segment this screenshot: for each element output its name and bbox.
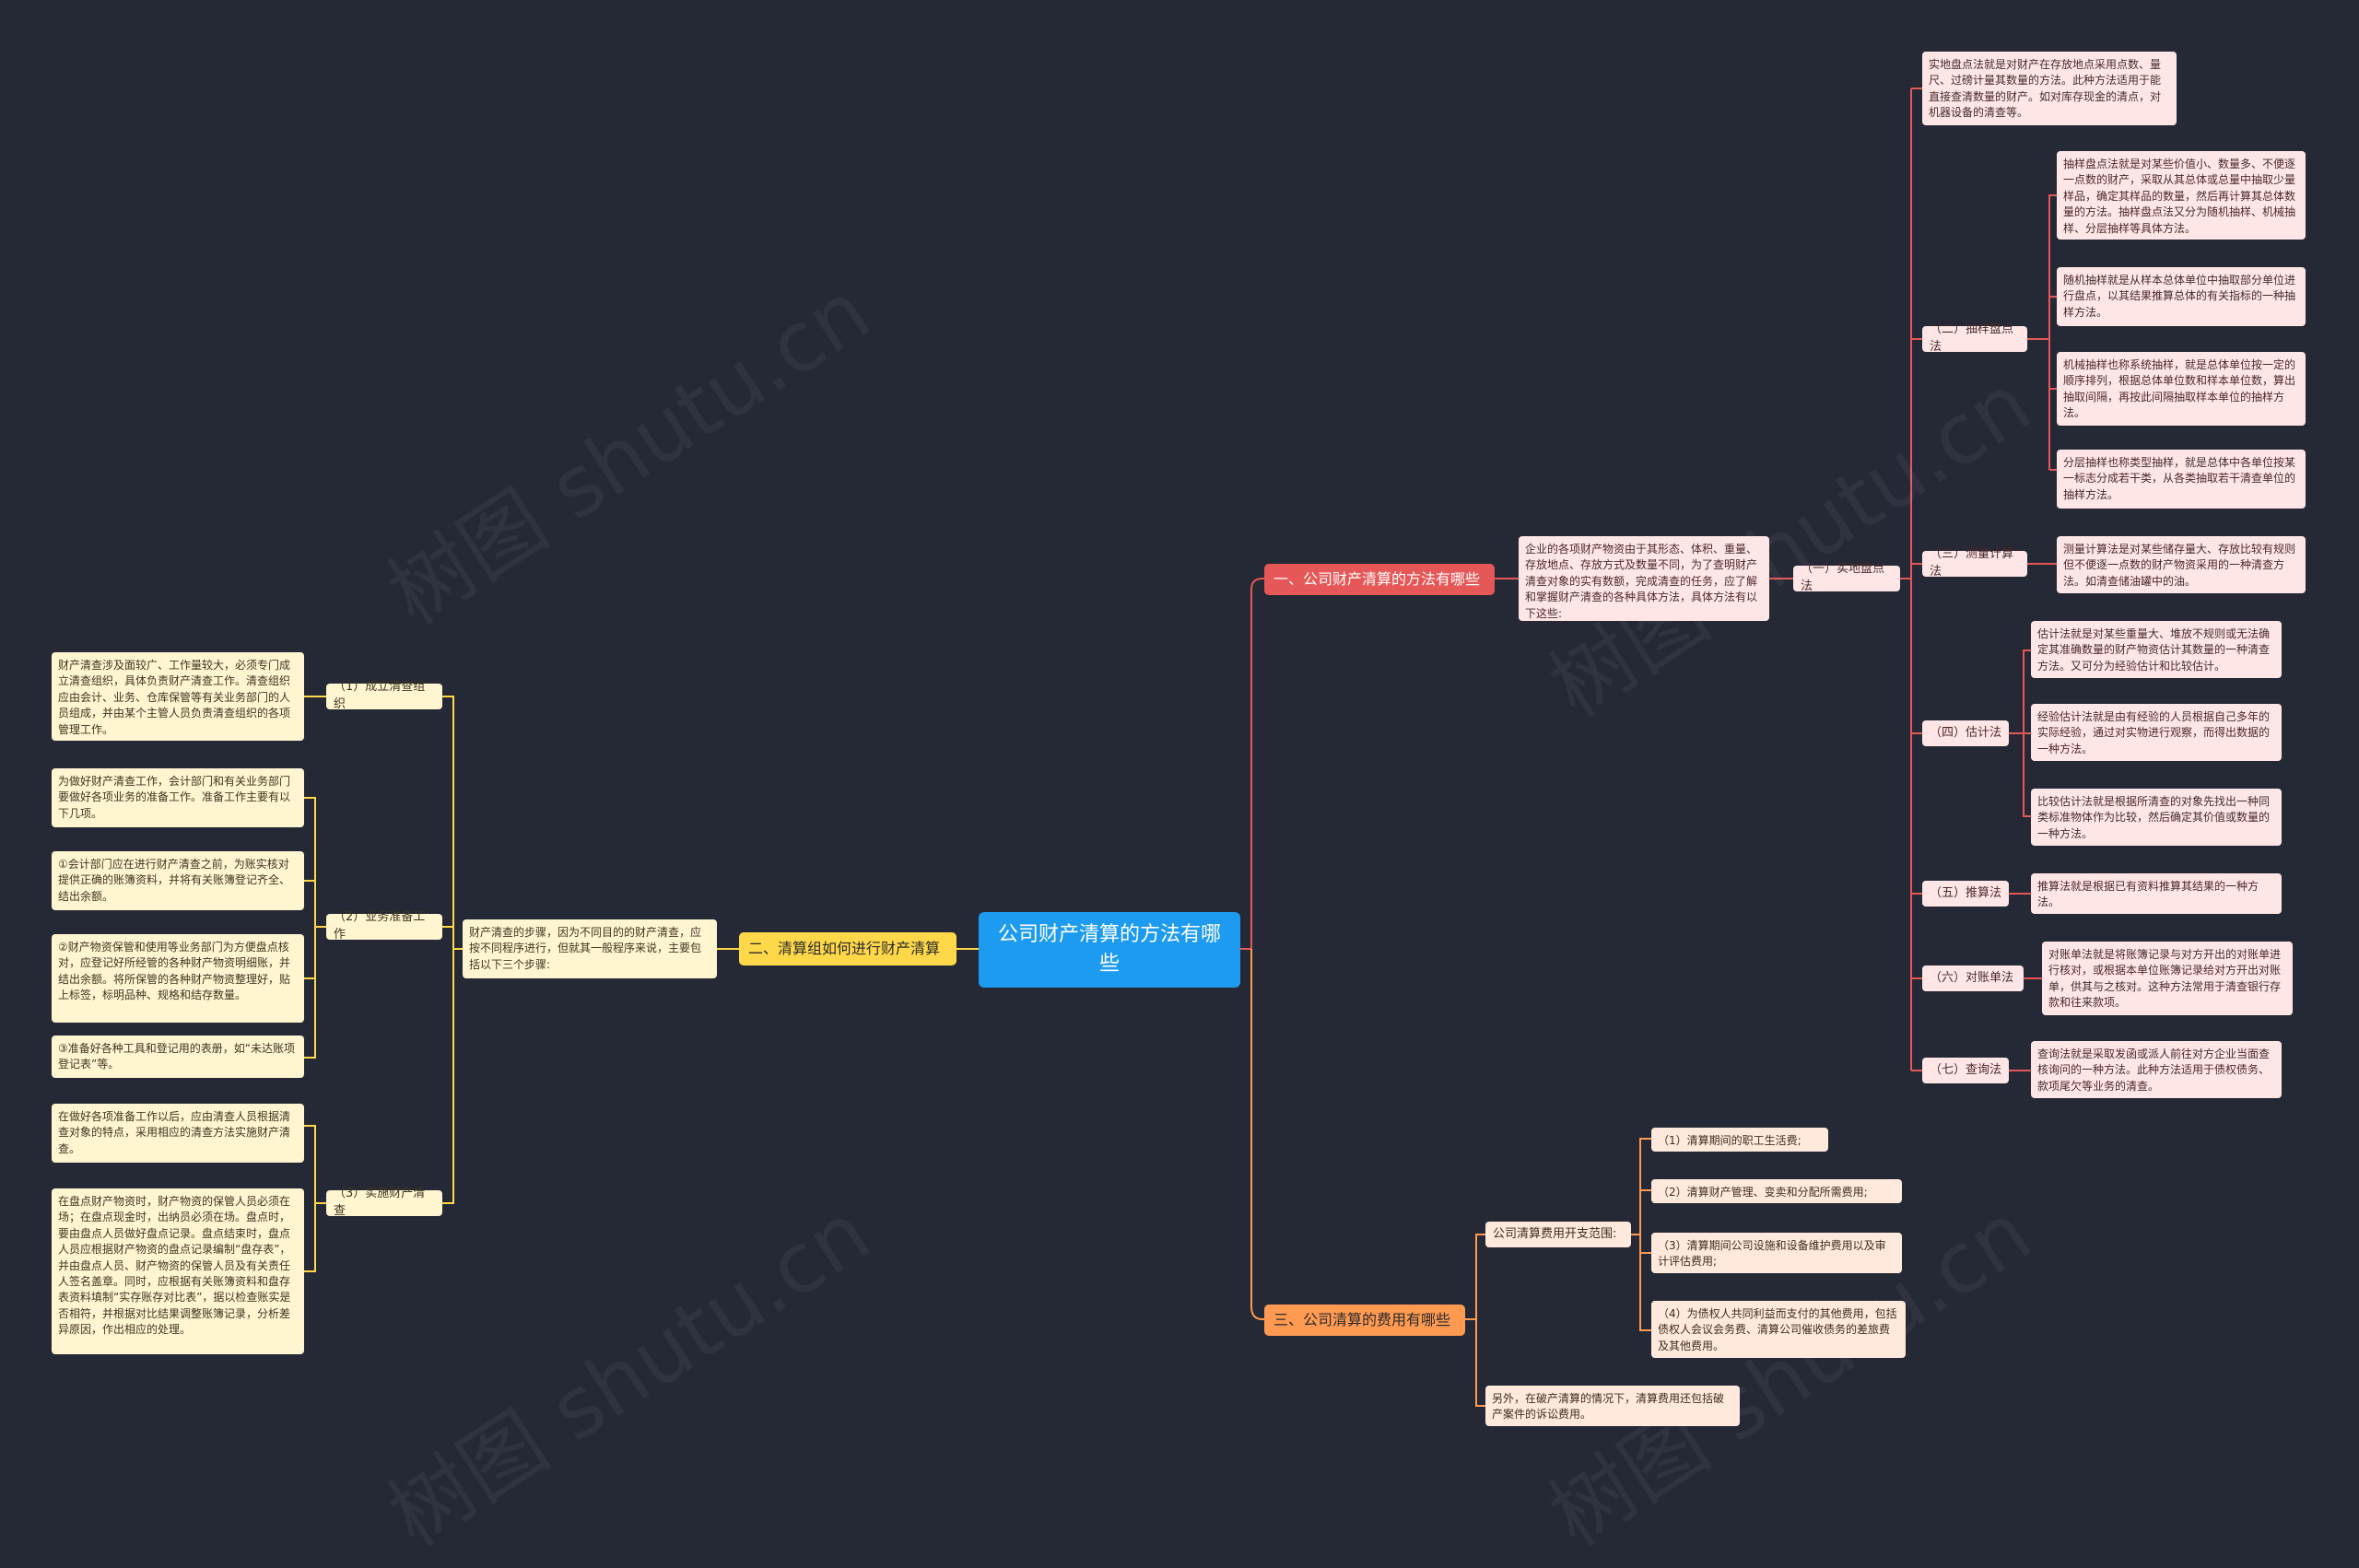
step-implement[interactable]: （3）实施财产清查 xyxy=(326,1187,442,1218)
measurement-desc[interactable]: 测量计算法是对某些储存量大、存放比较有规则但不便逐一点数的财产物资采用的一种清查… xyxy=(2057,536,2306,593)
form-team-desc[interactable]: 财产清查涉及面较广、工作量较大，必须专门成立清查组织，具体负责财产清查工作。清查… xyxy=(52,652,304,741)
method-sampling[interactable]: （二）抽样盘点法 xyxy=(1922,322,2027,354)
preparation-custody[interactable]: ②财产物资保管和使用等业务部门为方便盘点核对，应登记好所经管的各种财产物资明细账… xyxy=(52,934,304,1023)
comparison-estimation-desc[interactable]: 比较估计法就是根据所清查的对象先找出一种同类标准物体作为比较，然后确定其价值或数… xyxy=(2031,789,2282,846)
edge-root-b3 xyxy=(1250,949,1264,1320)
step-preparation[interactable]: （2）业务准备工作 xyxy=(326,910,442,942)
method-estimation[interactable]: （四）估计法 xyxy=(1922,720,2009,746)
physical-count-desc[interactable]: 实地盘点法就是对财产在存放地点采用点数、量尺、过磅计量其数量的方法。此种方法适用… xyxy=(1922,52,2177,125)
systematic-sampling-desc[interactable]: 机械抽样也称系统抽样，就是总体单位按一定的顺序排列，根据总体单位数和样本单位数，… xyxy=(2057,352,2306,426)
mind-map-canvas: 树图 shutu.cn 树图 shutu.cn 树图 shutu.cn 树图 s… xyxy=(52,52,2306,1565)
edge-root-b1 xyxy=(1240,578,1264,950)
estimation-desc[interactable]: 估计法就是对某些重量大、堆放不规则或无法确定其准确数量的财产物资估计其数量的一种… xyxy=(2031,621,2282,678)
stratified-sampling-desc[interactable]: 分层抽样也称类型抽样，就是总体中各单位按某一标志分成若干类，从各类抽取若干清查单… xyxy=(2057,450,2306,509)
cost-item-3[interactable]: （3）清算期间公司设施和设备维护费用以及审计评估费用; xyxy=(1651,1233,1902,1273)
random-sampling-desc[interactable]: 随机抽样就是从样本总体单位中抽取部分单位进行盘点，以其结果推算总体的有关指标的一… xyxy=(2057,267,2306,326)
inquiry-desc[interactable]: 查询法就是采取发函或派人前往对方企业当面查核询问的一种方法。此种方法适用于债权债… xyxy=(2031,1041,2282,1098)
experience-estimation-desc[interactable]: 经验估计法就是由有经验的人员根据自己多年的实际经验，通过对实物进行观察，而得出数… xyxy=(2031,704,2282,761)
method-inquiry[interactable]: （七）查询法 xyxy=(1922,1058,2009,1083)
branch-liquidation-steps[interactable]: 二、清算组如何进行财产清算 xyxy=(739,932,957,965)
cost-item-2[interactable]: （2）清算财产管理、变卖和分配所需费用; xyxy=(1651,1179,1902,1203)
preparation-accounting[interactable]: ①会计部门应在进行财产清查之前，为账实核对提供正确的账簿资料，并将有关账簿登记齐… xyxy=(52,851,304,910)
method-statement[interactable]: （六）对账单法 xyxy=(1922,965,2024,991)
preparation-tools[interactable]: ③准备好各种工具和登记用的表册，如“未达账项登记表”等。 xyxy=(52,1036,304,1078)
step-form-team[interactable]: （1）成立清查组织 xyxy=(326,680,442,711)
method-inference[interactable]: （五）推算法 xyxy=(1922,881,2009,907)
cost-item-1[interactable]: （1）清算期间的职工生活费; xyxy=(1651,1128,1828,1152)
cost-note[interactable]: 另外，在破产清算的情况下，清算费用还包括破产案件的诉讼费用。 xyxy=(1485,1386,1740,1426)
implement-detail[interactable]: 在盘点财产物资时，财产物资的保管人员必须在场；在盘点现金时，出纳员必须在场。盘点… xyxy=(52,1188,304,1354)
branch-methods[interactable]: 一、公司财产清算的方法有哪些 xyxy=(1264,564,1495,595)
method-physical-count[interactable]: （一）实地盘点法 xyxy=(1793,562,1900,593)
inference-desc[interactable]: 推算法就是根据已有资料推算其结果的一种方法。 xyxy=(2031,873,2282,914)
cost-item-4[interactable]: （4）为债权人共同利益而支付的其他费用，包括债权人会议会务费、清算公司催收债务的… xyxy=(1651,1301,1906,1358)
root-topic[interactable]: 公司财产清算的方法有哪些 xyxy=(979,912,1240,988)
implement-desc[interactable]: 在做好各项准备工作以后，应由清查人员根据清查对象的特点，采用相应的清查方法实施财… xyxy=(52,1104,304,1163)
cost-scope-label[interactable]: 公司清算费用开支范围: xyxy=(1485,1222,1631,1247)
steps-intro[interactable]: 财产清查的步骤，因为不同目的的财产清查，应按不同程序进行，但就其一般程序来说，主… xyxy=(463,919,717,978)
method-measurement[interactable]: （三）测量计算法 xyxy=(1922,547,2027,579)
preparation-desc[interactable]: 为做好财产清查工作，会计部门和有关业务部门要做好各项业务的准备工作。准备工作主要… xyxy=(52,768,304,827)
branch-liquidation-costs[interactable]: 三、公司清算的费用有哪些 xyxy=(1264,1305,1465,1336)
sampling-desc[interactable]: 抽样盘点法就是对某些价值小、数量多、不便逐一点数的财产，采取从其总体或总量中抽取… xyxy=(2057,151,2306,240)
methods-intro[interactable]: 企业的各项财产物资由于其形态、体积、重量、存放地点、存放方式及数量不同，为了查明… xyxy=(1519,536,1769,621)
statement-desc[interactable]: 对账单法就是将账簿记录与对方开出的对账单进行核对，或根据本单位账簿记录给对方开出… xyxy=(2042,942,2293,1015)
connector-lines xyxy=(304,88,2057,1407)
